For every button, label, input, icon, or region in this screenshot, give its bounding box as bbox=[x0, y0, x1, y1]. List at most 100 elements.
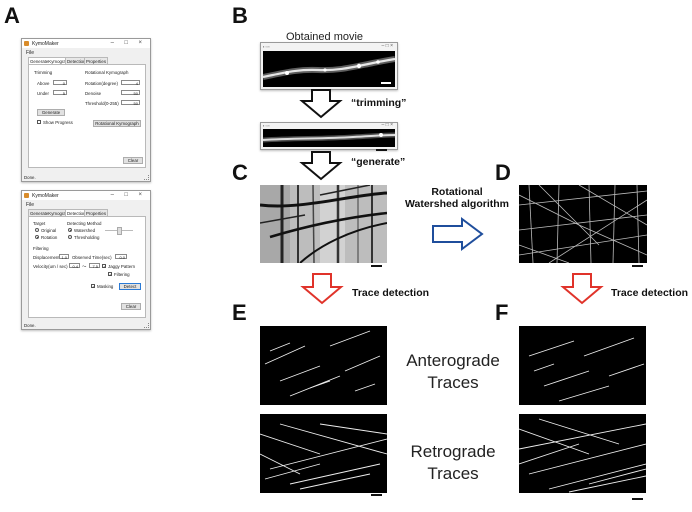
observed-time-label: Observed Time(sec) bbox=[72, 255, 112, 260]
movie-window: ▪ ▫▫▫ – □ × bbox=[260, 42, 398, 90]
above-label: Above bbox=[37, 81, 50, 86]
resize-grip[interactable] bbox=[144, 323, 149, 328]
resize-grip[interactable] bbox=[144, 175, 149, 180]
title-bar: KymoMaker – □ × bbox=[22, 39, 150, 48]
retrograde-scale-bar-e bbox=[371, 494, 382, 496]
trimmed-scale-bar bbox=[376, 149, 387, 151]
under-label: Under bbox=[37, 91, 49, 96]
show-progress-label: Show Progress bbox=[43, 120, 73, 125]
panel-label-b: B bbox=[232, 3, 248, 28]
status-text: Done. bbox=[24, 323, 36, 328]
rotation-input[interactable]: 4 bbox=[121, 80, 140, 86]
threshold-input[interactable]: 50 bbox=[121, 100, 140, 106]
trace-detection-label-left: Trace detection bbox=[352, 287, 430, 299]
rotation-radio[interactable] bbox=[35, 235, 39, 239]
app-icon bbox=[24, 41, 29, 46]
displacement-label: Displacement bbox=[33, 255, 60, 260]
displacement-input[interactable]: 1.0 bbox=[59, 254, 69, 260]
retrograde-traces-f bbox=[519, 418, 646, 493]
rotation-label: Rotation bbox=[41, 235, 58, 240]
watershed-radio[interactable] bbox=[68, 228, 72, 232]
trimming-header: Trimming bbox=[34, 70, 53, 75]
trimmed-window-controls[interactable]: – □ × bbox=[381, 122, 394, 128]
panel-label-f: F bbox=[495, 300, 509, 325]
down-arrow-icon bbox=[299, 89, 343, 119]
rotational-header: Rotational Kymograph bbox=[85, 70, 129, 75]
kymomaker-window-generate: KymoMaker – □ × File GenerateKymograph D… bbox=[21, 38, 151, 182]
minimize-icon[interactable]: – bbox=[110, 192, 114, 198]
thresholding-label: Thresholding bbox=[74, 235, 100, 240]
anterograde-traces-e bbox=[264, 330, 381, 397]
threshold-label: Threshold(0-255) bbox=[85, 101, 119, 106]
movie-image bbox=[263, 51, 395, 87]
clear-button[interactable]: Clear bbox=[121, 303, 141, 310]
trimmed-window: ▪ ▫▫▫ – □ × bbox=[260, 122, 398, 150]
jaggy-pattern-label: Jaggy Pattern bbox=[108, 264, 136, 269]
retrograde-caption: Retrograde Traces bbox=[410, 442, 496, 483]
close-icon[interactable]: × bbox=[138, 192, 142, 198]
panel-label-c: C bbox=[232, 160, 248, 185]
movie-window-title-icon: ▪ ▫▫▫ bbox=[263, 44, 270, 49]
observed-time-input[interactable]: 0.0 bbox=[115, 254, 127, 260]
velocity-separator: 〜 bbox=[82, 264, 87, 269]
show-progress-checkbox[interactable] bbox=[37, 120, 41, 124]
retrograde-scale-bar-f bbox=[632, 498, 643, 500]
thresholding-radio[interactable] bbox=[68, 235, 72, 239]
retrograde-traces-e bbox=[260, 423, 387, 490]
watershed-scale-bar bbox=[632, 265, 643, 267]
trimmed-image bbox=[263, 129, 395, 147]
generate-button[interactable]: Generate bbox=[37, 109, 65, 116]
window-title: KymoMaker bbox=[32, 193, 59, 199]
trimming-label: “trimming” bbox=[351, 97, 407, 109]
velocity-min-input[interactable]: 0.4 bbox=[69, 263, 80, 269]
watershed-label: Watershed bbox=[74, 228, 96, 233]
window-title: KymoMaker bbox=[32, 41, 59, 47]
masking-checkbox[interactable]: ✓ bbox=[91, 284, 96, 289]
filtering-label: Filtering bbox=[114, 272, 130, 277]
jaggy-pattern-checkbox[interactable]: ✓ bbox=[102, 264, 107, 269]
target-header: Target bbox=[33, 221, 46, 226]
movie-scale-bar bbox=[381, 82, 391, 84]
filtering-checkbox[interactable]: ✓ bbox=[108, 272, 113, 277]
panel-label-e: E bbox=[232, 300, 247, 325]
anterograde-image-f bbox=[519, 326, 646, 405]
rotational-kymograph-button[interactable]: Rotational Kymograph bbox=[93, 120, 141, 127]
anterograde-traces-f bbox=[528, 337, 645, 402]
app-icon bbox=[24, 193, 29, 198]
above-input[interactable]: 0 bbox=[53, 80, 67, 86]
movie-window-controls[interactable]: – □ × bbox=[381, 43, 394, 49]
menu-file[interactable]: File bbox=[26, 202, 35, 208]
red-down-arrow-icon bbox=[300, 273, 344, 305]
maximize-icon[interactable]: □ bbox=[124, 40, 128, 46]
velocity-max-input[interactable]: 7.5 bbox=[89, 263, 100, 269]
denoise-label: Denoise bbox=[85, 91, 102, 96]
retrograde-image-e bbox=[260, 414, 387, 493]
down-arrow-icon bbox=[299, 151, 343, 181]
minimize-icon[interactable]: – bbox=[110, 40, 114, 46]
original-radio[interactable] bbox=[35, 228, 39, 232]
anterograde-caption: Anterograde Traces bbox=[406, 351, 500, 392]
masking-label: Masking bbox=[97, 284, 114, 289]
rotational-watershed-label: Rotational Watershed algorithm bbox=[404, 186, 510, 210]
tab-panel-detection: Target Original Rotation Detecting Metho… bbox=[28, 216, 146, 318]
watershed-lines bbox=[519, 185, 647, 263]
kymomaker-window-detection: KymoMaker – □ × File GenerateKymograph D… bbox=[21, 190, 151, 330]
original-label: Original bbox=[41, 228, 57, 233]
title-bar: KymoMaker – □ × bbox=[22, 191, 150, 200]
maximize-icon[interactable]: □ bbox=[124, 192, 128, 198]
right-arrow-icon bbox=[432, 217, 484, 251]
denoise-input[interactable]: 50 bbox=[121, 90, 140, 96]
kymograph-image bbox=[260, 185, 387, 263]
detect-button[interactable]: Detect bbox=[119, 283, 141, 290]
anterograde-image-e bbox=[260, 326, 387, 405]
obtained-movie-label: Obtained movie bbox=[286, 31, 364, 43]
red-down-arrow-icon bbox=[560, 273, 604, 305]
threshold-slider-thumb[interactable] bbox=[117, 227, 122, 235]
menu-file[interactable]: File bbox=[26, 50, 35, 56]
clear-button[interactable]: Clear bbox=[123, 157, 143, 164]
kymograph-traces bbox=[260, 185, 387, 263]
under-input[interactable]: 5 bbox=[53, 90, 67, 96]
status-text: Done. bbox=[24, 175, 36, 180]
close-icon[interactable]: × bbox=[138, 40, 142, 46]
retrograde-image-f bbox=[519, 414, 646, 493]
